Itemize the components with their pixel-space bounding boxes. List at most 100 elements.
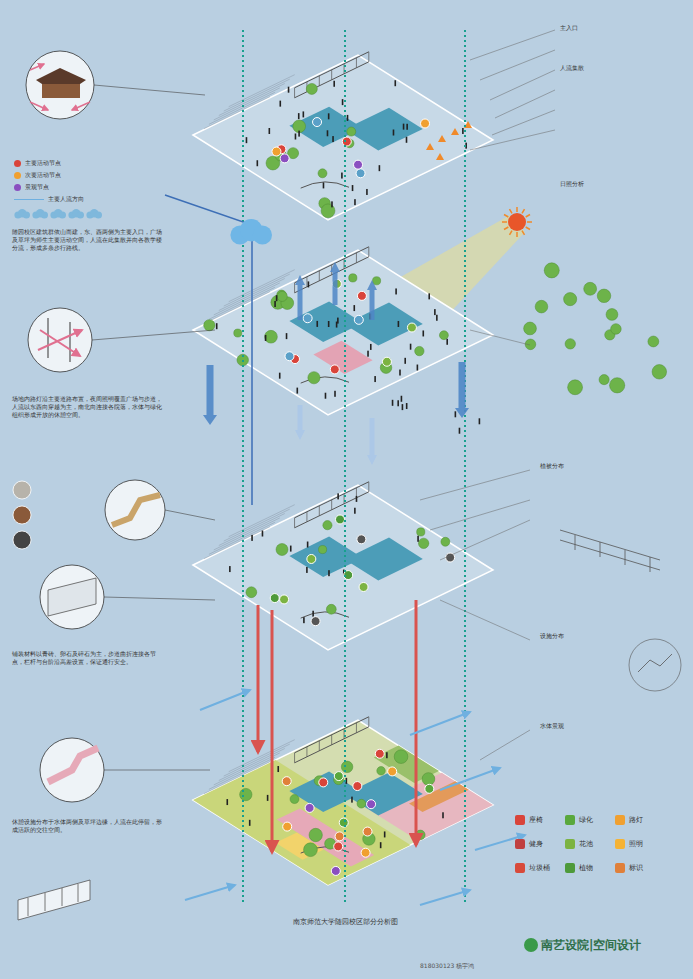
cloud-icon: [32, 209, 48, 219]
person: [328, 321, 330, 327]
person: [404, 358, 406, 364]
water-area: [345, 538, 423, 581]
person: [269, 128, 271, 134]
detail-callout: [40, 565, 104, 629]
leader-line: [470, 30, 555, 60]
cloud-icon: [68, 209, 84, 219]
person: [265, 335, 267, 341]
leader-line: [490, 70, 555, 100]
red-flow: [415, 600, 418, 845]
railing-sketch: [18, 880, 90, 920]
plane-note-line: [214, 88, 280, 120]
side-label: 设施分布: [540, 632, 630, 640]
legend-text: 照明: [629, 840, 643, 849]
person: [356, 496, 358, 502]
tree: [290, 795, 299, 804]
facility-icon: [285, 352, 294, 361]
tree: [394, 750, 408, 764]
site-layer: [193, 247, 493, 415]
legend-swatch: [565, 815, 575, 825]
roof-icon: [36, 68, 86, 84]
tree: [568, 380, 583, 395]
person: [286, 333, 288, 339]
site-layer: [193, 482, 493, 650]
person: [226, 799, 228, 805]
people-flow: [440, 768, 500, 790]
flow-arrow: [455, 362, 469, 418]
watermark: 南艺设院|空间设计: [541, 937, 691, 953]
cloud-icon: [14, 209, 30, 219]
plane-note-line: [229, 75, 295, 107]
tree: [377, 767, 386, 776]
corridor-post: [319, 741, 320, 751]
tree: [277, 291, 287, 301]
legend-item: 照明: [615, 839, 643, 849]
person: [323, 182, 325, 188]
facility-icon: [421, 119, 430, 128]
person: [428, 293, 430, 299]
plane-note-line: [204, 292, 270, 324]
plane-note-line: [204, 97, 270, 129]
person: [251, 535, 253, 541]
tree: [204, 320, 215, 331]
facility-icon: [356, 169, 365, 178]
leader-line: [470, 130, 555, 150]
person: [288, 87, 290, 93]
tree: [318, 169, 327, 178]
cloud-icon: [86, 209, 102, 219]
person: [336, 322, 338, 328]
flow-mark: [72, 102, 90, 110]
people-flow: [420, 890, 470, 905]
facility-icon: [388, 767, 397, 776]
side-label: 水体景观: [540, 722, 630, 730]
site-plane: [193, 250, 493, 415]
flow-arrow: [295, 405, 305, 440]
bridge-drawing: [301, 182, 349, 188]
corridor-post: [356, 723, 357, 733]
detail-callout: [26, 51, 94, 119]
flow-mark: [30, 102, 48, 110]
tree: [341, 761, 353, 773]
tree: [524, 322, 537, 335]
legend-text: 主要人流方向: [48, 196, 84, 203]
flow-arrow: [203, 365, 217, 425]
legend-text: 健身: [529, 840, 543, 849]
person: [410, 344, 412, 350]
person: [332, 136, 334, 142]
pink-area: [313, 341, 372, 374]
people-flow: [410, 712, 470, 735]
person: [436, 315, 438, 321]
person: [370, 344, 372, 350]
sun-icon: [502, 207, 532, 237]
legend-item: 主要活动节点: [14, 160, 61, 167]
person: [406, 403, 408, 409]
person: [403, 124, 405, 130]
material-swatch: [13, 531, 31, 549]
person: [246, 137, 248, 143]
site-layer: [193, 717, 493, 885]
detail-callout: [40, 738, 104, 802]
material-swatch: [13, 481, 31, 499]
tree: [304, 843, 318, 857]
bridge-drawing: [301, 612, 349, 618]
person: [394, 80, 396, 86]
person: [459, 428, 461, 434]
corridor-post: [306, 277, 307, 287]
corridor-post: [368, 717, 369, 727]
corridor-post: [368, 247, 369, 257]
facility-icon: [354, 315, 363, 324]
side-label: 植被分布: [540, 462, 630, 470]
person: [399, 370, 401, 376]
tree: [357, 799, 366, 808]
legend-swatch: [14, 160, 21, 167]
tree: [234, 329, 242, 337]
red-flow: [271, 610, 274, 852]
legend-text: 座椅: [529, 816, 543, 825]
facility-icon: [313, 118, 322, 127]
person: [328, 570, 330, 576]
tree: [584, 282, 597, 295]
legend-item: 植物: [565, 863, 593, 873]
analysis-note: 铺装材料以青砖、卵石及碎石为主，步道曲折连接各节点，栏杆与台阶沿高差设置，保证通…: [12, 650, 162, 666]
person: [342, 99, 344, 105]
facility-icon: [382, 357, 391, 366]
